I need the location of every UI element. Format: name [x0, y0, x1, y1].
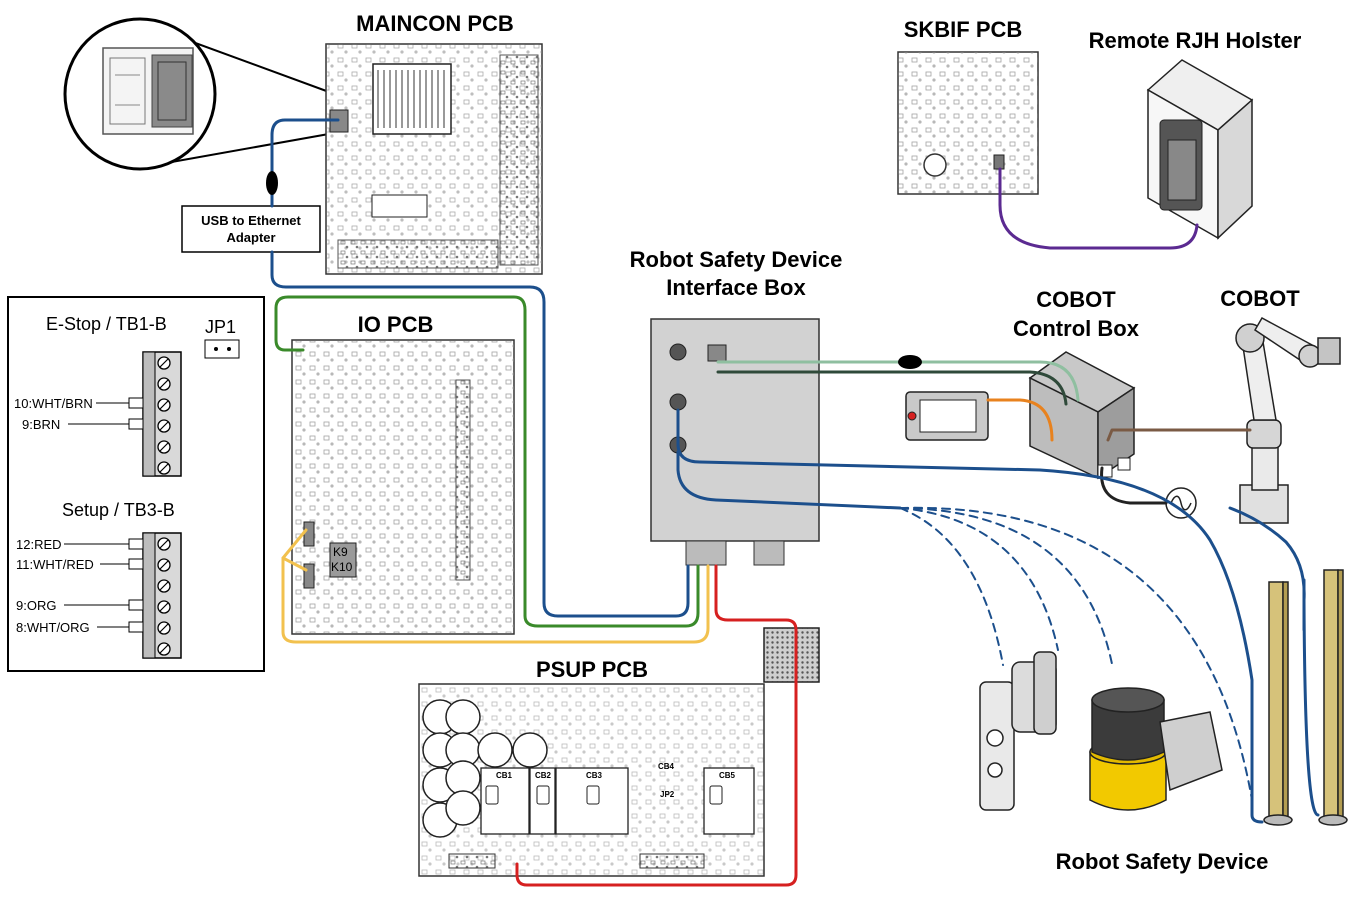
breaker-cb4-label: CB4	[658, 762, 675, 771]
jp1-label: JP1	[205, 317, 237, 337]
setup-title: Setup / TB3-B	[62, 500, 175, 520]
usb-adapter-label-line1: USB to Ethernet	[201, 213, 301, 228]
remote-rjh-title: Remote RJH Holster	[1088, 28, 1302, 53]
skbif-pcb	[897, 51, 1039, 195]
psup-pcb	[418, 683, 765, 877]
breaker-cb2-label: CB2	[535, 771, 552, 780]
cobot-title: COBOT	[1220, 286, 1300, 311]
cobot-box-title-line1: COBOT	[1036, 287, 1116, 312]
rsd-box-title-line2: Interface Box	[666, 275, 806, 300]
breaker-cb5-label: CB5	[719, 771, 736, 780]
usb-adapter-box	[181, 205, 321, 253]
power-supply-module	[763, 627, 820, 683]
terminal-panel	[7, 296, 265, 672]
relay-k10-label: K10	[331, 560, 353, 574]
light-curtain	[1263, 569, 1348, 826]
safety-switch-device	[979, 651, 1057, 811]
maincon-title: MAINCON PCB	[356, 11, 514, 36]
ac-power-symbol	[1165, 487, 1197, 519]
io-pcb-title: IO PCB	[357, 312, 434, 337]
cobot-control-box	[1028, 351, 1136, 480]
breaker-cb3-label: CB3	[586, 771, 603, 780]
jumper-jp2-label: JP2	[660, 790, 675, 799]
remote-rjh-holster-device	[1146, 59, 1254, 240]
robot-safety-device-title: Robot Safety Device	[1055, 849, 1269, 874]
io-pcb	[291, 339, 515, 635]
setup-wire-4: 8:WHT/ORG	[16, 620, 90, 635]
usb-zoom-callout	[63, 17, 341, 171]
setup-wire-3: 9:ORG	[16, 598, 57, 613]
teach-pendant	[905, 391, 989, 441]
safety-laser-scanner	[1089, 687, 1223, 811]
setup-wire-1: 12:RED	[16, 537, 62, 552]
relay-k9-label: K9	[333, 545, 348, 559]
breaker-cb1-label: CB1	[496, 771, 513, 780]
estop-wire-1: 10:WHT/BRN	[14, 396, 93, 411]
cables	[266, 118, 1320, 887]
cobot-arm	[1235, 316, 1341, 524]
estop-wire-2: 9:BRN	[22, 417, 61, 432]
rsd-box-title-line1: Robot Safety Device	[629, 247, 843, 272]
cobot-box-title-line2: Control Box	[1013, 316, 1139, 341]
skbif-title: SKBIF PCB	[903, 17, 1023, 42]
setup-wire-2: 11:WHT/RED	[16, 557, 94, 572]
rsd-interface-box	[650, 318, 820, 566]
maincon-pcb	[325, 43, 543, 275]
psup-pcb-title: PSUP PCB	[535, 657, 649, 682]
estop-title: E-Stop / TB1-B	[46, 314, 167, 334]
usb-adapter-label-line2: Adapter	[226, 230, 276, 245]
